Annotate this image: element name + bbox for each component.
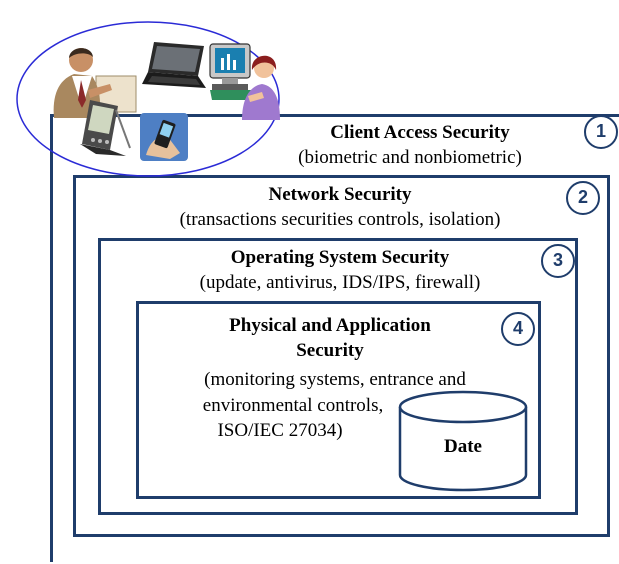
layer-2-subtitle: (transactions securities controls, isola… — [179, 209, 501, 230]
layer-3-subtitle: (update, antivirus, IDS/IPS, firewall) — [199, 272, 481, 293]
database-label: Date — [444, 436, 482, 457]
layer-2-title: Network Security — [268, 184, 412, 205]
layer-2-network-box — [73, 175, 610, 537]
layer-4-subtitle-line3: ISO/IEC 27034) — [217, 420, 343, 441]
layer-4-number-badge: 4 — [501, 312, 535, 346]
layer-4-subtitle-line2: environmental controls, — [202, 395, 384, 416]
layer-1-subtitle: (biometric and nonbiometric) — [298, 147, 522, 168]
layer-1-title: Client Access Security — [330, 122, 510, 143]
laptop-icon — [142, 42, 206, 88]
layer-3-title: Operating System Security — [230, 247, 450, 268]
layer-4-physical-app-box — [136, 301, 541, 499]
database-cylinder-icon — [398, 390, 528, 492]
client-devices-ellipse — [16, 21, 280, 177]
layer-1-right-edge — [50, 114, 619, 564]
layer-3-number-badge: 3 — [541, 244, 575, 278]
woman-at-computer-icon — [209, 43, 280, 120]
layer-4-subtitle-line1: (monitoring systems, entrance and — [204, 369, 466, 390]
layer-4-title-line1: Physical and Application — [229, 315, 431, 336]
pda-icon — [80, 100, 131, 156]
mobile-phone-icon — [140, 113, 188, 161]
layer-1-number-badge: 1 — [584, 115, 618, 149]
layer-3-os-box — [98, 238, 578, 515]
layer-4-title-line2: Security — [296, 340, 364, 361]
layer-2-number-badge: 2 — [566, 181, 600, 215]
businessman-at-desk-icon — [53, 48, 137, 118]
